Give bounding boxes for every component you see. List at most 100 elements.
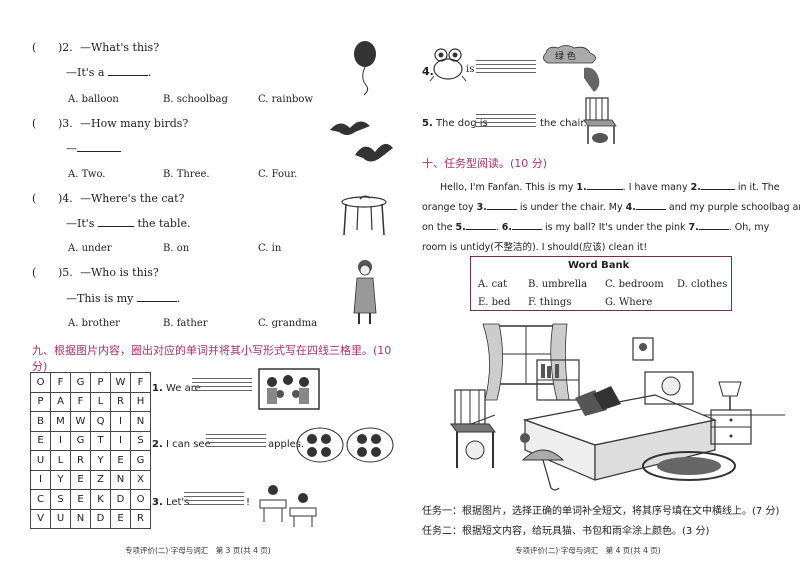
grid-letter-cell[interactable]: Z: [90, 469, 111, 490]
grid-letter-cell[interactable]: S: [50, 489, 71, 510]
grid-letter-cell[interactable]: I: [50, 430, 71, 451]
grid-letter-cell[interactable]: N: [70, 508, 91, 529]
grid-letter-cell[interactable]: P: [90, 372, 111, 393]
four-line-writing-area[interactable]: [206, 434, 266, 450]
grid-letter-cell[interactable]: D: [90, 508, 111, 529]
bedroom-illustration: [450, 323, 785, 491]
r-q5-end: the chair.: [540, 118, 587, 129]
r-q5: 5. The dog is: [422, 118, 488, 129]
grid-letter-cell[interactable]: T: [90, 430, 111, 451]
q5-option-c[interactable]: C. grandma: [258, 318, 318, 329]
passage-blank-3[interactable]: [486, 200, 517, 210]
grid-letter-cell[interactable]: Y: [50, 469, 71, 490]
grid-letter-cell[interactable]: S: [130, 430, 151, 451]
right-page: 4. is 绿 色 5. The dog is the chair. 十、任务型…: [400, 0, 800, 569]
grid-letter-cell[interactable]: P: [30, 391, 51, 412]
children-reading-illustration: [259, 485, 317, 527]
grid-letter-cell[interactable]: K: [90, 489, 111, 510]
four-line-writing-area[interactable]: [476, 114, 536, 130]
grid-letter-cell[interactable]: Y: [90, 450, 111, 471]
four-line-writing-area[interactable]: [476, 60, 536, 76]
grid-letter-cell[interactable]: F: [70, 391, 91, 412]
passage-blank-1[interactable]: [586, 180, 623, 190]
answer-blank[interactable]: [108, 66, 148, 76]
q2-number: )2.: [58, 41, 73, 54]
passage-blank-6[interactable]: [512, 220, 542, 230]
grid-letter-cell[interactable]: I: [30, 469, 51, 490]
grid-letter-cell[interactable]: L: [50, 450, 71, 471]
answer-blank[interactable]: [77, 142, 121, 152]
q2-option-b[interactable]: B. schoolbag: [163, 94, 228, 105]
q3-option-c[interactable]: C. Four.: [258, 169, 298, 180]
sentence-3-end: !: [246, 497, 251, 508]
grid-letter-cell[interactable]: X: [130, 469, 151, 490]
grid-letter-cell[interactable]: N: [130, 411, 151, 432]
q5-option-b[interactable]: B. father: [163, 318, 208, 329]
q2-option-c[interactable]: C. rainbow: [258, 94, 314, 105]
family-photo-illustration: [258, 368, 320, 410]
answer-paren: (: [32, 192, 37, 205]
q4-option-b[interactable]: B. on: [163, 243, 190, 254]
answer-paren: (: [32, 266, 37, 279]
grid-letter-cell[interactable]: C: [30, 489, 51, 510]
grid-letter-cell[interactable]: O: [30, 372, 51, 393]
grid-letter-cell[interactable]: U: [50, 508, 71, 529]
q5-option-a[interactable]: A. brother: [68, 318, 120, 329]
answer-blank[interactable]: [97, 217, 134, 227]
grid-letter-cell[interactable]: B: [30, 411, 51, 432]
sentence-3: 3. Let's: [152, 497, 190, 508]
grid-letter-cell[interactable]: O: [130, 489, 151, 510]
grid-letter-cell[interactable]: G: [70, 372, 91, 393]
grid-letter-cell[interactable]: F: [50, 372, 71, 393]
word-bank-item: A. cat: [478, 279, 508, 290]
grid-letter-cell[interactable]: R: [130, 508, 151, 529]
passage-blank-7[interactable]: [698, 220, 729, 230]
passage-blank-5[interactable]: [465, 220, 496, 230]
grid-letter-cell[interactable]: W: [110, 372, 131, 393]
grid-letter-cell[interactable]: E: [30, 430, 51, 451]
answer-blank[interactable]: [136, 292, 177, 302]
q4-number: )4.: [58, 192, 73, 205]
q3-option-a[interactable]: A. Two.: [68, 169, 106, 180]
grid-letter-cell[interactable]: F: [130, 372, 151, 393]
q2-question: —What's this?: [80, 41, 160, 54]
grid-letter-cell[interactable]: A: [50, 391, 71, 412]
passage-blank-4[interactable]: [635, 200, 666, 210]
grid-letter-cell[interactable]: E: [70, 469, 91, 490]
grid-letter-cell[interactable]: U: [30, 450, 51, 471]
q4-option-a[interactable]: A. under: [68, 243, 112, 254]
grid-letter-cell[interactable]: G: [130, 450, 151, 471]
lizard-illustration: [584, 67, 600, 92]
q3-option-b[interactable]: B. Three.: [163, 169, 210, 180]
word-bank-item: F. things: [528, 297, 572, 308]
grandma-illustration: [353, 260, 377, 324]
grid-letter-cell[interactable]: E: [70, 489, 91, 510]
grid-letter-cell[interactable]: Q: [90, 411, 111, 432]
word-bank-item: D. clothes: [677, 279, 728, 290]
grid-letter-cell[interactable]: L: [90, 391, 111, 412]
grid-letter-cell[interactable]: R: [70, 450, 91, 471]
passage-blank-2[interactable]: [700, 180, 735, 190]
grid-letter-cell[interactable]: H: [130, 391, 151, 412]
grid-letter-cell[interactable]: E: [110, 450, 131, 471]
grid-letter-cell[interactable]: I: [110, 430, 131, 451]
four-line-writing-area[interactable]: [192, 378, 252, 394]
grid-letter-cell[interactable]: E: [110, 508, 131, 529]
grid-letter-cell[interactable]: R: [110, 391, 131, 412]
four-line-writing-area[interactable]: [184, 492, 244, 508]
word-bank-item: E. bed: [478, 297, 511, 308]
grid-letter-cell[interactable]: V: [30, 508, 51, 529]
word-bank-box: [470, 256, 732, 311]
grid-letter-cell[interactable]: D: [110, 489, 131, 510]
grid-letter-cell[interactable]: W: [70, 411, 91, 432]
table-cat-illustration: [341, 195, 387, 236]
grid-letter-cell[interactable]: I: [110, 411, 131, 432]
grid-letter-cell[interactable]: G: [70, 430, 91, 451]
q4-option-c[interactable]: C. in: [258, 243, 282, 254]
grid-letter-cell[interactable]: M: [50, 411, 71, 432]
q2-option-a[interactable]: A. balloon: [68, 94, 119, 105]
grid-letter-cell[interactable]: N: [110, 469, 131, 490]
